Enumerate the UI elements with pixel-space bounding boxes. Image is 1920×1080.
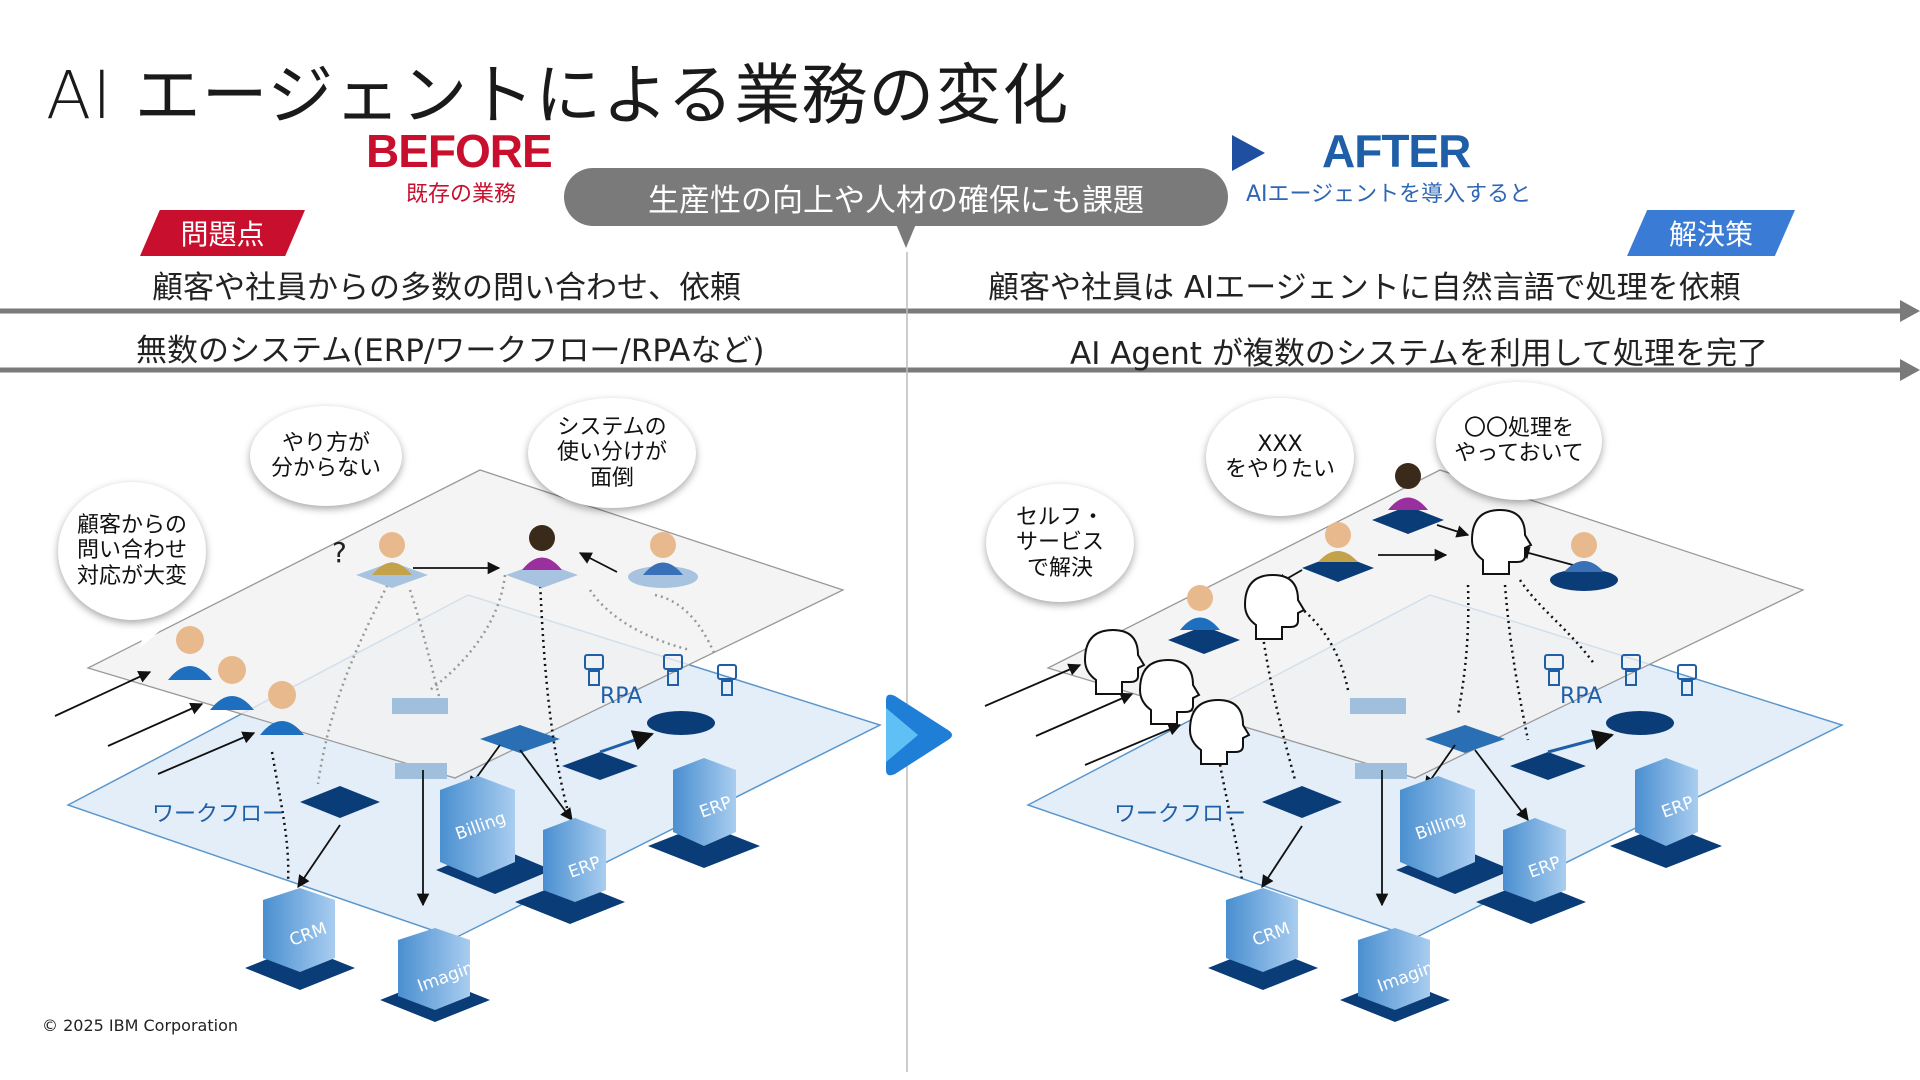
after-subtitle: AIエージェントを導入すると [1246, 182, 1532, 207]
person-icon [1180, 463, 1604, 630]
server-icon [245, 758, 760, 1022]
speech-bubble: やり方が 分からない [250, 406, 402, 506]
left-row2-text: 無数のシステム(ERP/ワークフロー/RPAなど) [136, 333, 765, 369]
person-icon [356, 525, 698, 588]
solution-tag: 解決策 [1627, 210, 1795, 256]
before-subtitle: 既存の業務 [406, 182, 517, 207]
left-row1-text: 顧客や社員からの多数の問い合わせ、依頼 [152, 270, 741, 306]
right-row2-text: AI Agent が複数のシステムを利用して処理を完了 [1070, 336, 1768, 372]
workflow-label: ワークフロー [1114, 802, 1247, 827]
speech-bubble: システムの 使い分けが 面倒 [528, 398, 696, 508]
right-row1-text: 顧客や社員は AIエージェントに自然言語で処理を依頼 [988, 270, 1741, 306]
speech-bubble: 〇〇処理を やっておいて [1436, 382, 1602, 500]
after-heading: AFTER [1322, 125, 1471, 177]
copyright-text: © 2025 IBM Corporation [42, 1016, 238, 1035]
challenge-banner: 生産性の向上や人材の確保にも課題 [564, 168, 1228, 226]
before-heading: BEFORE [366, 125, 553, 177]
robot-icon [1544, 654, 1697, 696]
speech-bubble: XXX をやりたい [1206, 398, 1354, 516]
problem-tag: 問題点 [140, 210, 305, 256]
workflow-label: ワークフロー [152, 802, 285, 827]
headset-person-icon [168, 626, 304, 735]
dotted-arrow-icon [628, 135, 1265, 171]
rpa-label: RPA [600, 684, 643, 709]
ai-head-icon [1083, 508, 1533, 765]
page-title: AI エージェントによる業務の変化 [46, 57, 1070, 134]
server-icon [1208, 758, 1722, 1022]
right-upper-plane [1046, 469, 1805, 779]
robot-icon [584, 654, 737, 696]
speech-bubble: セルフ・ サービス で解決 [986, 484, 1134, 602]
play-chevron-icon [886, 694, 952, 776]
speech-bubble: 顧客からの 問い合わせ 対応が大変 [58, 482, 206, 620]
question-mark-icon: ? [332, 536, 347, 569]
rpa-label: RPA [1560, 684, 1603, 709]
